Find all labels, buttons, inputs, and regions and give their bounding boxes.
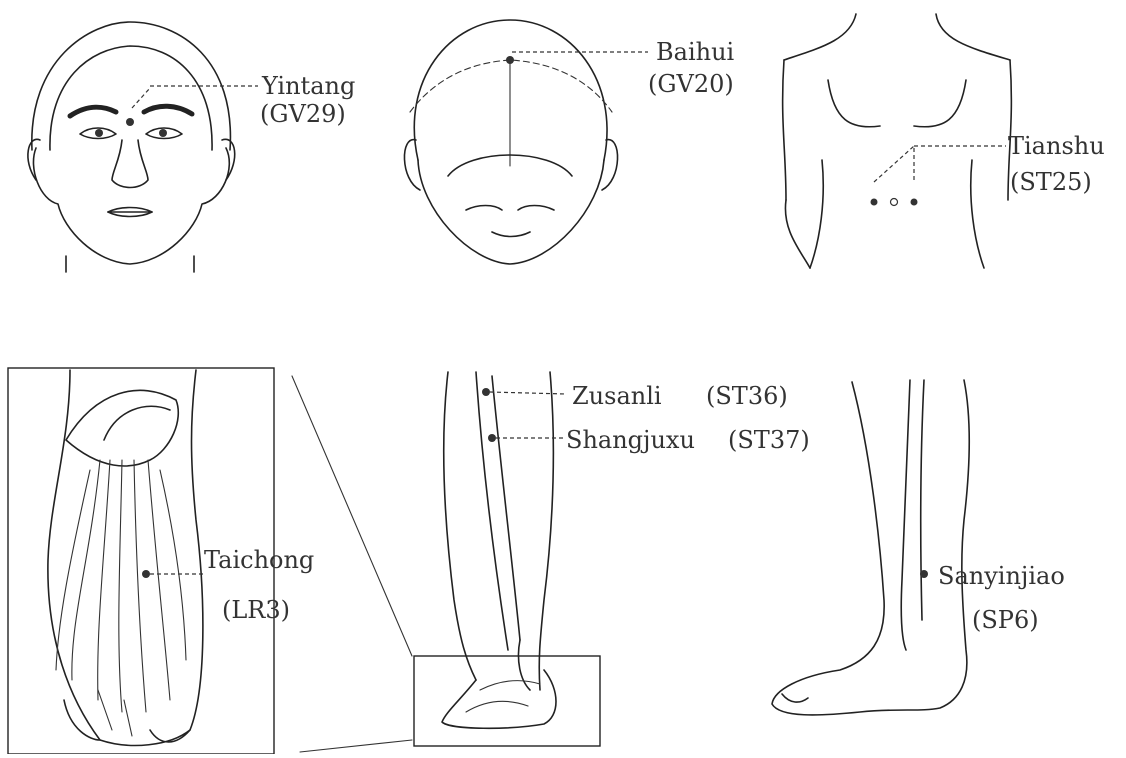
tianshu-left-marker — [871, 199, 878, 206]
sanyinjiao-name: Sanyinjiao — [938, 564, 1065, 588]
baihui-name: Baihui — [656, 40, 734, 64]
zoom-connector-top — [292, 376, 412, 656]
yintang-name: Yintang — [262, 74, 355, 98]
zusanli-name: Zusanli — [572, 384, 662, 408]
shangjuxu-code: (ST37) — [728, 428, 810, 452]
taichong-code: (LR3) — [222, 598, 290, 622]
baihui-code: (GV20) — [648, 72, 734, 96]
baihui-point-marker — [506, 56, 514, 64]
face-illustration — [28, 22, 258, 272]
zusanli-leader-line — [490, 392, 566, 394]
sanyinjiao-code: (SP6) — [972, 608, 1039, 632]
shangjuxu-point-marker — [488, 434, 496, 442]
zusanli-code: (ST36) — [706, 384, 788, 408]
zoom-connector-bottom — [300, 740, 412, 752]
tianshu-name: Tianshu — [1008, 134, 1105, 158]
taichong-name: Taichong — [204, 548, 314, 572]
tianshu-code: (ST25) — [1010, 170, 1092, 194]
navel-marker — [891, 199, 898, 206]
yintang-point-marker — [126, 118, 134, 126]
taichong-point-marker — [142, 570, 150, 578]
shangjuxu-name: Shangjuxu — [566, 428, 695, 452]
head-top-illustration — [404, 20, 648, 264]
zusanli-point-marker — [482, 388, 490, 396]
tianshu-right-marker — [911, 199, 918, 206]
torso-illustration — [783, 14, 1012, 268]
yintang-leader-line — [132, 88, 150, 108]
sanyinjiao-point-marker — [920, 570, 928, 578]
yintang-code: (GV29) — [260, 102, 346, 126]
